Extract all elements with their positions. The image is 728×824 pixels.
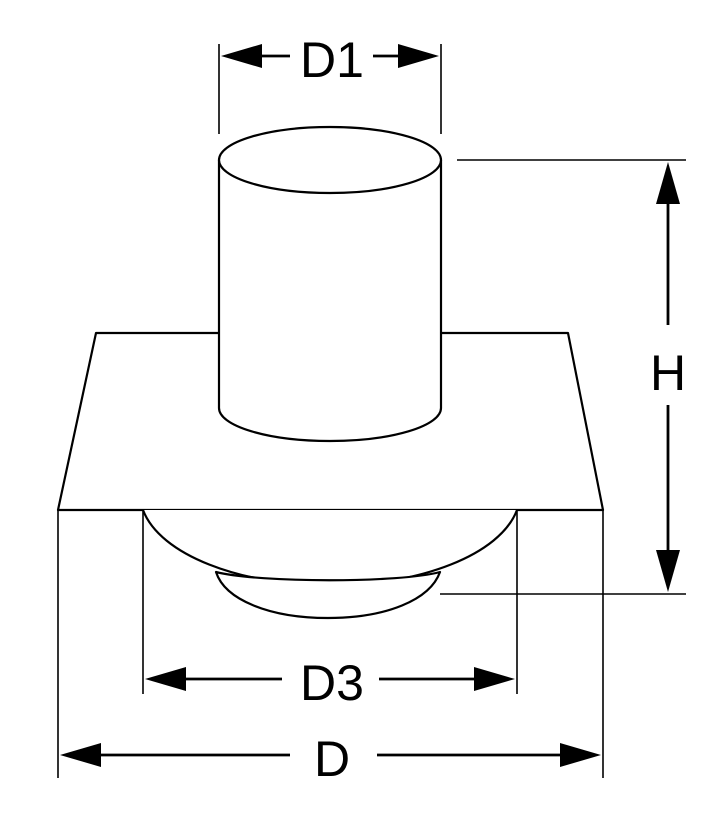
- dimension-d3: D3: [142, 510, 518, 711]
- dimension-d: D: [57, 510, 604, 787]
- label-d3: D3: [300, 655, 364, 711]
- label-d: D: [314, 731, 350, 787]
- dimension-h: H: [440, 159, 686, 595]
- cylinder: [217, 125, 443, 443]
- label-h: H: [650, 345, 686, 401]
- label-d1: D1: [300, 32, 364, 88]
- bottom-flange: [141, 509, 519, 620]
- dimension-d1: D1: [218, 32, 442, 134]
